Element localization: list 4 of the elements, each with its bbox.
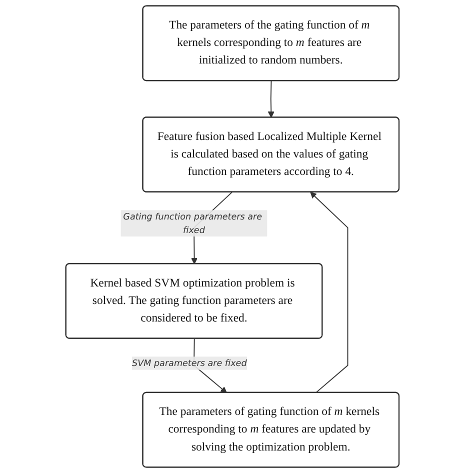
edge-label: Gating function parameters are fixed	[123, 212, 262, 236]
arrow	[310, 192, 348, 394]
arrow	[268, 80, 274, 118]
edge-label: SVM parameters are fixed	[132, 358, 247, 368]
